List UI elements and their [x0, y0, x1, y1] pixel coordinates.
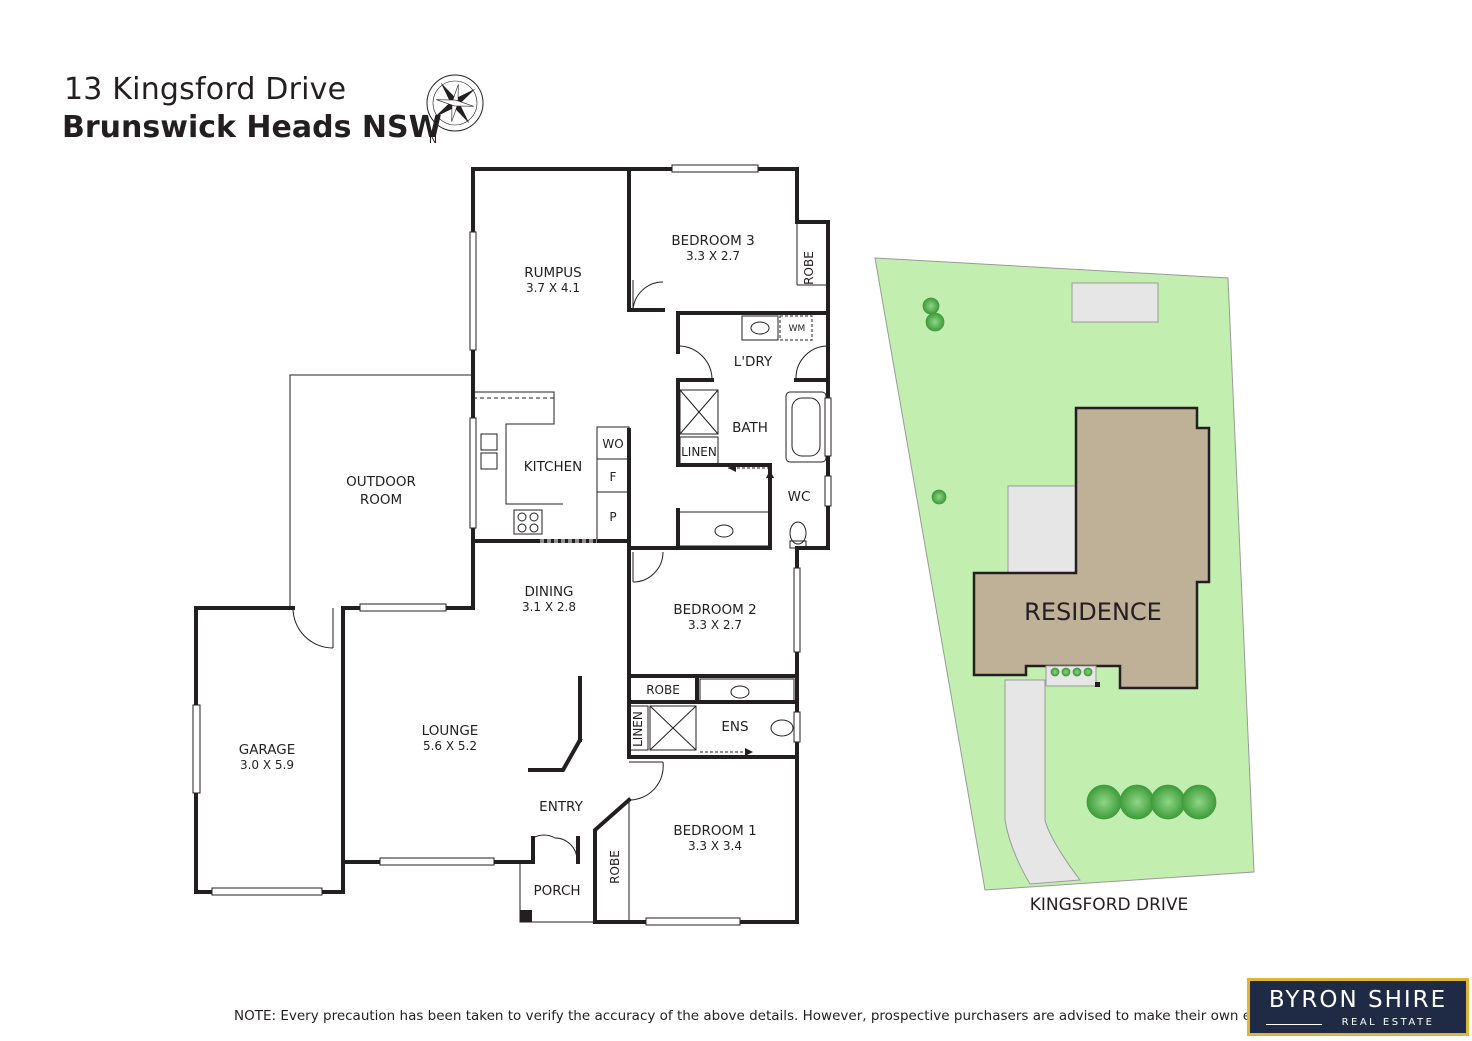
lounge-dims: 5.6 X 5.2 — [423, 739, 477, 753]
driveway — [1004, 679, 1081, 885]
address-suburb: Brunswick Heads NSW — [62, 110, 442, 145]
shed — [1071, 282, 1159, 323]
street-label: KINGSFORD DRIVE — [1030, 895, 1189, 915]
logo-line2: REAL ESTATE — [1341, 1017, 1435, 1028]
bedroom2-robe-label: ROBE — [646, 683, 680, 697]
entry-label: ENTRY — [539, 799, 583, 815]
washing-machine-label: WM — [789, 324, 806, 334]
dining-dims: 3.1 X 2.8 — [522, 600, 576, 614]
rumpus-dims: 3.7 X 4.1 — [526, 281, 580, 295]
logo-rule — [1266, 1024, 1322, 1025]
residence-label: RESIDENCE — [1024, 598, 1162, 626]
dining-label: DINING — [524, 584, 573, 600]
garage-dims: 3.0 X 5.9 — [240, 758, 294, 772]
lounge-label: LOUNGE — [422, 723, 479, 739]
outdoor-room-label-1: OUTDOOR — [346, 474, 416, 490]
kitchen-label: KITCHEN — [524, 459, 583, 475]
disclaimer-note: NOTE: Every precaution has been taken to… — [234, 1008, 1310, 1024]
bedroom1-dims: 3.3 X 3.4 — [688, 839, 742, 853]
logo-line1: BYRON SHIRE — [1268, 987, 1448, 1013]
bedroom3-label: BEDROOM 3 — [671, 233, 754, 249]
pantry-label: P — [609, 510, 616, 524]
residence-footprint — [972, 406, 1211, 690]
bedroom1-robe-label: ROBE — [608, 850, 622, 884]
ensuite-linen-label: LINEN — [631, 711, 645, 747]
address-street: 13 Kingsford Drive — [64, 72, 347, 107]
rumpus-label: RUMPUS — [524, 265, 582, 281]
garage-label: GARAGE — [239, 742, 296, 758]
north-label: N — [429, 133, 437, 146]
bedroom3-dims: 3.3 X 2.7 — [686, 249, 740, 263]
porch-label: PORCH — [533, 883, 580, 899]
bedroom1-label: BEDROOM 1 — [673, 823, 756, 839]
wall-oven-label: WO — [602, 437, 623, 451]
bath-linen-label: LINEN — [681, 445, 717, 459]
fridge-label: F — [610, 470, 617, 484]
bath-label: BATH — [732, 420, 768, 436]
ensuite-label: ENS — [721, 719, 748, 735]
outdoor-room-label-2: ROOM — [360, 492, 402, 508]
bedroom2-dims: 3.3 X 2.7 — [688, 618, 742, 632]
compass-icon: N — [426, 74, 484, 146]
bedroom3-robe-label: ROBE — [802, 251, 816, 285]
bedroom2-label: BEDROOM 2 — [673, 602, 756, 618]
agency-logo: BYRON SHIRE REAL ESTATE — [1247, 978, 1469, 1036]
laundry-label: L'DRY — [734, 354, 773, 370]
site-plan: RESIDENCE KINGSFORD DRIVE — [874, 257, 1255, 915]
wc-label: WC — [788, 489, 811, 505]
